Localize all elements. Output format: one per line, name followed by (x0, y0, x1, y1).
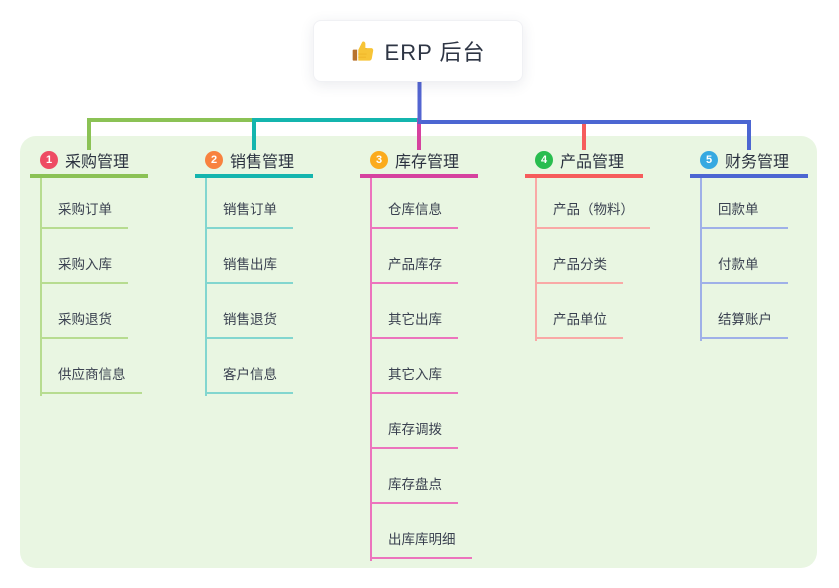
branch-node-5[interactable]: 5 财务管理 (690, 148, 808, 178)
root-title: ERP 后台 (384, 40, 486, 65)
branch-node-3[interactable]: 3 库存管理 (360, 148, 478, 178)
sub-node[interactable]: 销售退货 (205, 311, 293, 339)
sub-node[interactable]: 客户信息 (205, 366, 293, 394)
sub-node[interactable]: 库存盘点 (370, 476, 458, 504)
sub-node[interactable]: 销售订单 (205, 201, 293, 229)
sub-node[interactable]: 产品单位 (535, 311, 623, 339)
sub-node[interactable]: 销售出库 (205, 256, 293, 284)
thumbs-up-icon (351, 39, 376, 64)
branch-label: 采购管理 (65, 154, 130, 171)
sub-node[interactable]: 其它出库 (370, 311, 458, 339)
branch-label: 销售管理 (230, 154, 295, 171)
branch-badge: 4 (535, 151, 553, 169)
branch-node-4[interactable]: 4 产品管理 (525, 148, 643, 178)
sub-node[interactable]: 仓库信息 (370, 201, 458, 229)
sub-branch-line (205, 178, 207, 396)
sub-node[interactable]: 产品（物料） (535, 201, 650, 229)
sub-node[interactable]: 采购退货 (40, 311, 128, 339)
sub-node[interactable]: 结算账户 (700, 311, 788, 339)
sub-node[interactable]: 回款单 (700, 201, 788, 229)
branch-label: 库存管理 (395, 154, 460, 171)
branches-panel (20, 136, 817, 568)
sub-branch-line (535, 178, 537, 341)
sub-node[interactable]: 采购入库 (40, 256, 128, 284)
branch-badge: 5 (700, 151, 718, 169)
sub-node[interactable]: 供应商信息 (40, 366, 142, 394)
sub-branch-line (40, 178, 42, 396)
branch-node-2[interactable]: 2 销售管理 (195, 148, 313, 178)
branch-badge: 3 (370, 151, 388, 169)
sub-node[interactable]: 库存调拨 (370, 421, 458, 449)
root-node[interactable]: ERP 后台 (313, 20, 523, 82)
sub-node[interactable]: 采购订单 (40, 201, 128, 229)
branch-badge: 2 (205, 151, 223, 169)
branch-node-1[interactable]: 1 采购管理 (30, 148, 148, 178)
branch-label: 产品管理 (560, 154, 625, 171)
sub-node[interactable]: 产品库存 (370, 256, 458, 284)
sub-node[interactable]: 付款单 (700, 256, 788, 284)
sub-node[interactable]: 出库库明细 (370, 531, 472, 559)
branch-label: 财务管理 (725, 154, 790, 171)
branch-badge: 1 (40, 151, 58, 169)
sub-branch-line (700, 178, 702, 341)
sub-branch-line (370, 178, 372, 561)
sub-node[interactable]: 其它入库 (370, 366, 458, 394)
sub-node[interactable]: 产品分类 (535, 256, 623, 284)
